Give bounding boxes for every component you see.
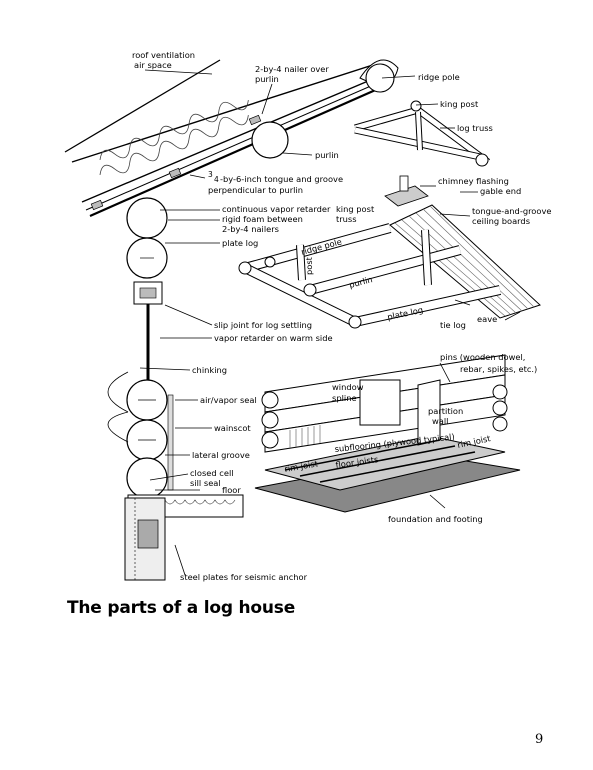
label-ceiling-boards-1: tongue-and-groove [472, 206, 551, 216]
label-wainscot: wainscot [214, 423, 251, 433]
label-window-spline-2: spline [332, 393, 357, 403]
label-roof-ventilation-2: air space [134, 60, 172, 70]
log-building [254, 354, 521, 513]
label-air-vapor-seal: air/vapor seal [200, 395, 257, 405]
label-continuous-vapor: continuous vapor retarder [222, 204, 331, 214]
label-partition-wall-1: partition [428, 406, 463, 416]
figure-caption: The parts of a log house [67, 598, 296, 618]
label-plate-log: plate log [222, 238, 258, 248]
label-ceiling-boards-2: ceiling boards [472, 216, 530, 226]
label-closed-cell-2: sill seal [190, 478, 221, 488]
leader-lines [139, 69, 521, 576]
label-ridge-pole-on-truss: ridge pole [300, 236, 343, 256]
label-pins-2: rebar, spikes, etc.) [460, 364, 537, 374]
label-king-post: king post [440, 99, 479, 109]
label-rigid-foam-1: rigid foam between [222, 214, 303, 224]
label-tie-log: tie log [440, 320, 466, 330]
label-tongue-groove-frac-den: 4 [214, 175, 219, 184]
label-closed-cell-1: closed cell [190, 468, 234, 478]
label-eave: eave [477, 314, 497, 324]
label-steel-plates: steel plates for seismic anchor [180, 572, 308, 582]
label-king-post-truss-2: truss [336, 214, 357, 224]
page-number: 9 [535, 732, 544, 747]
label-rigid-foam-2: 2-by-4 nailers [222, 224, 279, 234]
label-roof-ventilation-1: roof ventilation [132, 50, 195, 60]
label-floor: floor [222, 485, 241, 495]
label-post: post [304, 256, 314, 275]
label-partition-wall-2: wall [432, 416, 448, 426]
wall-section [107, 197, 244, 581]
label-lateral-groove: lateral groove [192, 450, 250, 460]
label-plate-log-on-truss: plate log [386, 305, 424, 322]
label-ridge-pole: ridge pole [418, 72, 460, 82]
label-tongue-groove-2: perpendicular to purlin [208, 185, 303, 195]
label-gable-end: gable end [480, 186, 521, 196]
label-nailer-2: purlin [255, 74, 279, 84]
label-purlin: purlin [315, 150, 339, 160]
roof-frame [238, 204, 541, 329]
label-window-spline-1: window [332, 382, 364, 392]
label-king-post-truss-1: king post [336, 204, 375, 214]
label-vapor-retarder-warm: vapor retarder on warm side [214, 333, 333, 343]
label-nailer-1: 2-by-4 nailer over [255, 64, 329, 74]
label-foundation: foundation and footing [388, 514, 483, 524]
log-truss-detail [354, 100, 491, 207]
roof-section [64, 59, 399, 218]
label-chinking: chinking [192, 365, 227, 375]
label-tongue-groove-1: -by-6-inch tongue and groove [220, 174, 343, 184]
label-log-truss: log truss [457, 123, 493, 133]
label-tongue-groove-frac-num: 3 [208, 170, 213, 179]
label-pins-1: pins (wooden dowel, [440, 352, 525, 362]
label-slip-joint: slip joint for log settling [214, 320, 312, 330]
label-chimney-flashing: chimney flashing [438, 176, 509, 186]
